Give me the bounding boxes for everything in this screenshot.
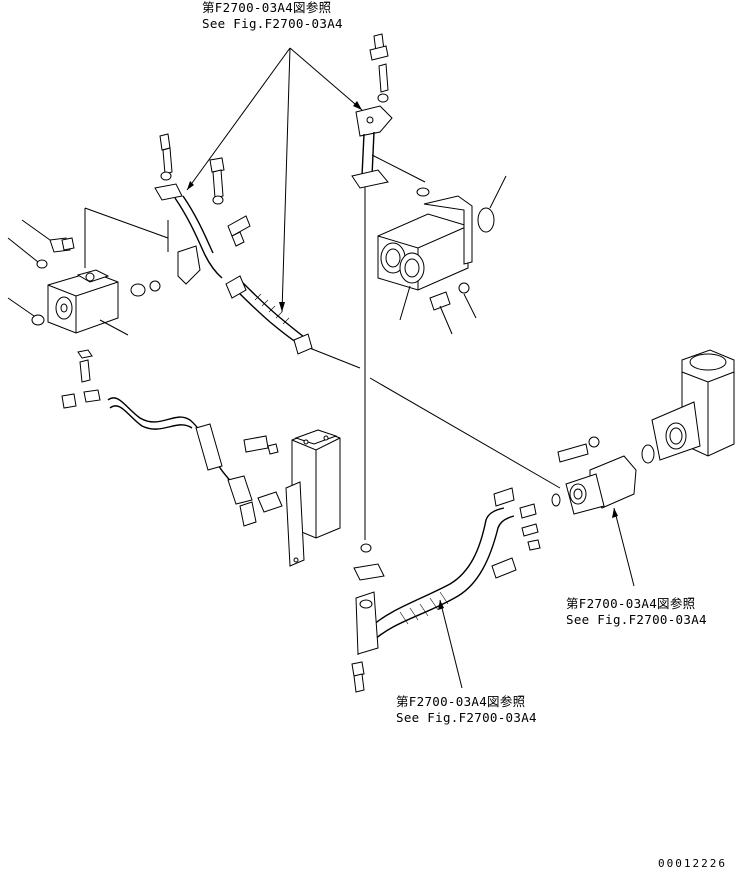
- hose-lower-left: [107, 397, 257, 527]
- drawing-number: 00012226: [658, 857, 727, 870]
- reference-top: 第F2700-03A4図参照 See Fig.F2700-03A4: [202, 0, 343, 32]
- left-pump-assembly: [7, 219, 129, 336]
- upper-left-tube-bracket: [154, 133, 251, 285]
- reference-right: 第F2700-03A4図参照 See Fig.F2700-03A4: [566, 596, 707, 628]
- right-elbow-housing: [551, 349, 735, 515]
- reference-bottom-jp: 第F2700-03A4図参照: [396, 694, 526, 709]
- leader-lines-lower-references: [438, 507, 635, 689]
- upper-middle-elbow-tube: [351, 33, 393, 189]
- left-fittings: [61, 280, 161, 409]
- reference-bottom-en: See Fig.F2700-03A4: [396, 710, 537, 725]
- right-pump-assembly: [377, 175, 507, 335]
- reference-top-en: See Fig.F2700-03A4: [202, 16, 343, 31]
- filter-housing: [243, 429, 341, 567]
- lower-s-tube: [351, 487, 541, 693]
- reference-top-jp: 第F2700-03A4図参照: [202, 0, 332, 15]
- hose-middle: [225, 275, 313, 355]
- reference-right-jp: 第F2700-03A4図参照: [566, 596, 696, 611]
- leader-lines-top-reference: [186, 47, 363, 313]
- reference-bottom: 第F2700-03A4図参照 See Fig.F2700-03A4: [396, 694, 537, 726]
- reference-right-en: See Fig.F2700-03A4: [566, 612, 707, 627]
